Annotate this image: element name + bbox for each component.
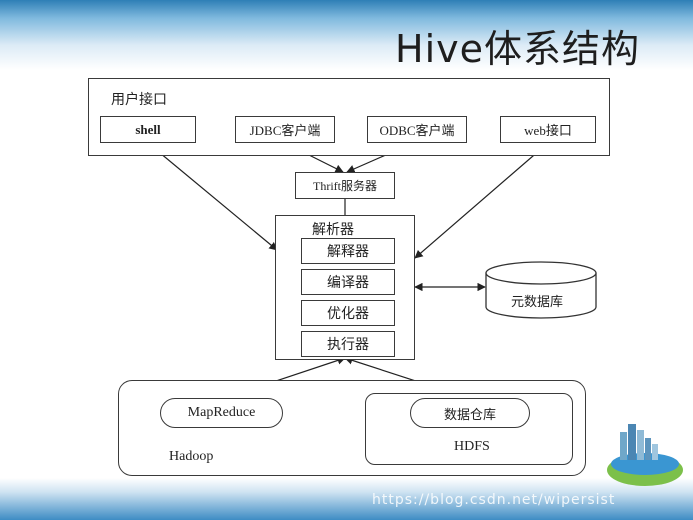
slide-title: Hive体系结构 (395, 27, 640, 71)
odbc-client-label: ODBC客户端 (379, 123, 455, 138)
jdbc-client-label: JDBC客户端 (249, 123, 321, 138)
optimizer-box: 优化器 (301, 300, 395, 326)
interpreter-label: 解释器 (327, 245, 369, 260)
web-interface-label: web接口 (524, 123, 572, 138)
user-interface-label: 用户接口 (111, 93, 167, 108)
compiler-label: 编译器 (327, 276, 369, 291)
executor-label: 执行器 (327, 338, 369, 353)
mapreduce-label: MapReduce (187, 405, 256, 420)
thrift-server-label: Thrift服务器 (313, 179, 377, 193)
data-warehouse-box: 数据仓库 (410, 398, 530, 428)
metastore-label: 元数据库 (511, 294, 564, 309)
hdfs-label: HDFS (454, 439, 490, 454)
jdbc-client-box: JDBC客户端 (235, 116, 335, 143)
web-interface-box: web接口 (500, 116, 596, 143)
thrift-server-box: Thrift服务器 (295, 172, 395, 199)
arrow-web-parser (414, 142, 549, 259)
data-warehouse-label: 数据仓库 (443, 406, 496, 422)
watermark: https://blog.csdn.net/wipersist (372, 492, 616, 508)
arrow-shell-parser (147, 142, 278, 251)
parser-label: 解析器 (312, 223, 354, 238)
compiler-box: 编译器 (301, 269, 395, 295)
hadoop-label: Hadoop (169, 449, 214, 464)
executor-box: 执行器 (301, 331, 395, 357)
interpreter-box: 解释器 (301, 238, 395, 264)
shell-box: shell (100, 116, 196, 143)
mapreduce-box: MapReduce (160, 398, 283, 428)
optimizer-label: 优化器 (327, 307, 369, 322)
shell-label: shell (135, 121, 161, 137)
odbc-client-box: ODBC客户端 (367, 116, 467, 143)
